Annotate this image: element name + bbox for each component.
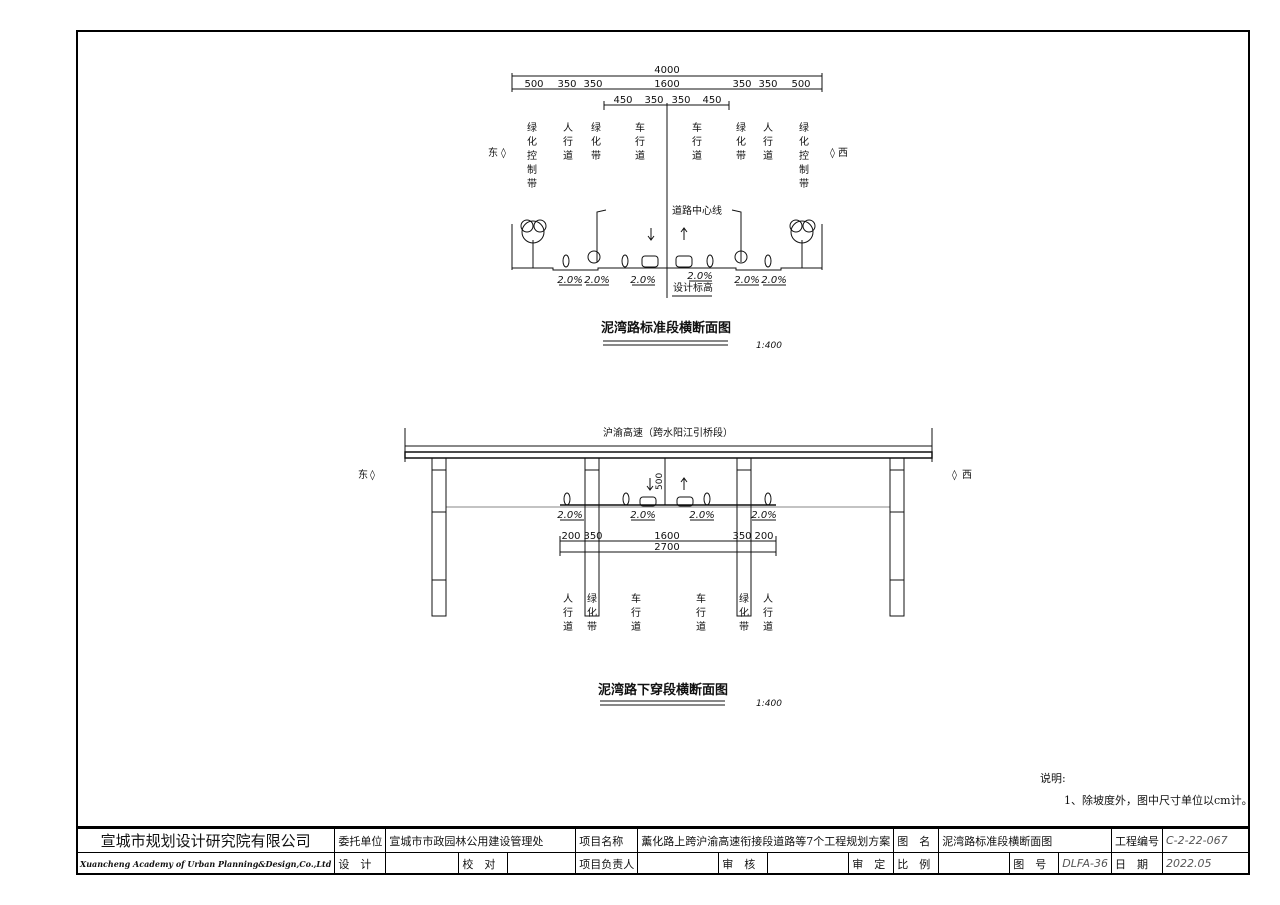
leader-value [637,852,720,875]
check-value [507,852,577,875]
slope-label: 2.0% [584,275,609,286]
lane-label: 绿化带 [587,592,597,633]
leader-label: 项目负责人 [575,852,639,875]
drawing-name-label: 图 名 [893,828,940,853]
lane-label: 人行道 [563,593,573,633]
date-value: 2022.05 [1162,852,1250,875]
slope-labels-1: 2.0% 2.0% 2.0% 2.0% 2.0% 2.0% [557,271,786,286]
dim-5: 350 [732,79,751,90]
standard-section-diagram [511,73,823,346]
dim-11: 450 [702,95,721,106]
centerline-label: 道路中心线 [672,204,722,217]
slope-label: 2.0% [734,275,759,286]
design-label: 设 计 [334,852,387,875]
drawing-no-value: DLFA-36 [1058,852,1112,875]
diagram2-title: 泥湾路下穿段横断面图 [598,682,728,698]
underpass-vehicles [563,492,772,507]
project-no-label: 工程编号 [1111,828,1163,853]
notes-item: 1、除坡度外，图中尺寸单位以cm计。 [1064,794,1253,807]
lane-label: 人行道 [763,593,773,633]
lane-label: 车行道 [692,121,702,162]
review-label: 审 核 [718,852,769,875]
dim-10: 350 [671,95,690,106]
slope-label: 2.0% [761,275,786,286]
west-label: 西 [962,470,972,481]
dim-9: 350 [644,95,663,106]
approve-label: 审 定 [848,852,895,875]
lane-label: 车行道 [635,121,645,162]
dims-2: 200 350 1600 350 200 2700 [561,531,773,553]
dim-4: 1600 [654,79,679,90]
slope-label: 2.0% [689,510,714,521]
drawing-name-value: 泥湾路标准段横断面图 [938,828,1112,853]
company-name-cn: 宣城市规划设计研究院有限公司 [75,828,336,853]
project-label: 项目名称 [575,828,639,853]
diagram1-title: 泥湾路标准段横断面图 [601,320,731,336]
bridge-label: 沪渝高速（跨水阳江引桥段） [603,426,733,439]
east-arrow-icon: ◊ [501,147,506,159]
lane-label: 车行道 [696,592,706,633]
design-elevation-label: 设计标高 [673,281,713,294]
dim: 200 [561,531,580,542]
diagram1-scale: 1:400 [756,341,782,351]
dim: 200 [754,531,773,542]
diagram2-scale: 1:400 [756,699,782,709]
east-label: 东 [358,468,368,481]
west-label: 西 [838,148,848,159]
lane-label: 绿化带 [736,121,746,162]
lane-label: 车行道 [631,592,641,633]
notes-heading: 说明: [1040,772,1066,785]
slope-label: 2.0% [751,510,776,521]
lane-label: 人行道 [763,122,773,162]
title-block: 宣城市规划设计研究院有限公司 委托单位 宣城市市政园林公用建设管理处 项目名称 … [75,826,1250,875]
slope-label: 2.0% [630,510,655,521]
total-width-dim: 4000 [654,65,679,76]
project-no-value: C-2-22-067 [1162,828,1250,853]
scale-value [938,852,1011,875]
review-value [767,852,850,875]
date-label: 日 期 [1111,852,1163,875]
dim-8: 450 [613,95,632,106]
client-value: 宣城市市政园林公用建设管理处 [385,828,577,853]
dim-2: 350 [557,79,576,90]
dim-3: 350 [583,79,602,90]
underpass-section-diagram [404,428,933,706]
lane-labels-2: 人行道 绿化带 车行道 车行道 绿化带 人行道 [563,592,773,633]
dim-1: 500 [524,79,543,90]
slope-label: 2.0% [687,271,712,282]
company-name-en: Xuancheng Academy of Urban Planning&Desi… [75,852,336,875]
dim-7: 500 [791,79,810,90]
east-label: 东 [488,146,498,159]
slope-label: 2.0% [557,275,582,286]
design-value [385,852,460,875]
lane-label: 人行道 [563,122,573,162]
drawing-no-label: 图 号 [1009,852,1060,875]
lane-label: 绿化控制带 [527,121,537,190]
lane-label: 绿化控制带 [799,121,809,190]
dim: 350 [732,531,751,542]
dim-6: 350 [758,79,777,90]
dim: 1600 [654,531,679,542]
project-value: 薰化路上跨沪渝高速衔接段道路等7个工程规划方案 [637,828,895,853]
trees-and-vehicles [520,219,816,268]
total-width-dim: 2700 [654,542,679,553]
lane-label: 绿化带 [739,592,749,633]
scale-label: 比 例 [893,852,940,875]
west-arrow-icon: ◊ [952,469,957,481]
east-arrow-icon: ◊ [370,469,375,481]
clearance-dim: 500 [655,473,665,490]
lane-label: 绿化带 [591,121,601,162]
slope-label: 2.0% [630,275,655,286]
check-label: 校 对 [458,852,509,875]
notes: 说明: 1、除坡度外，图中尺寸单位以cm计。 [1040,770,1253,814]
west-arrow-icon: ◊ [830,147,835,159]
slope-labels-2: 2.0% 2.0% 2.0% 2.0% [557,510,776,521]
dim: 350 [583,531,602,542]
slope-label: 2.0% [557,510,582,521]
client-label: 委托单位 [334,828,387,853]
lane-labels-1: 绿化控制带 人行道 绿化带 车行道 车行道 绿化带 人行道 绿化控制带 [527,121,809,190]
